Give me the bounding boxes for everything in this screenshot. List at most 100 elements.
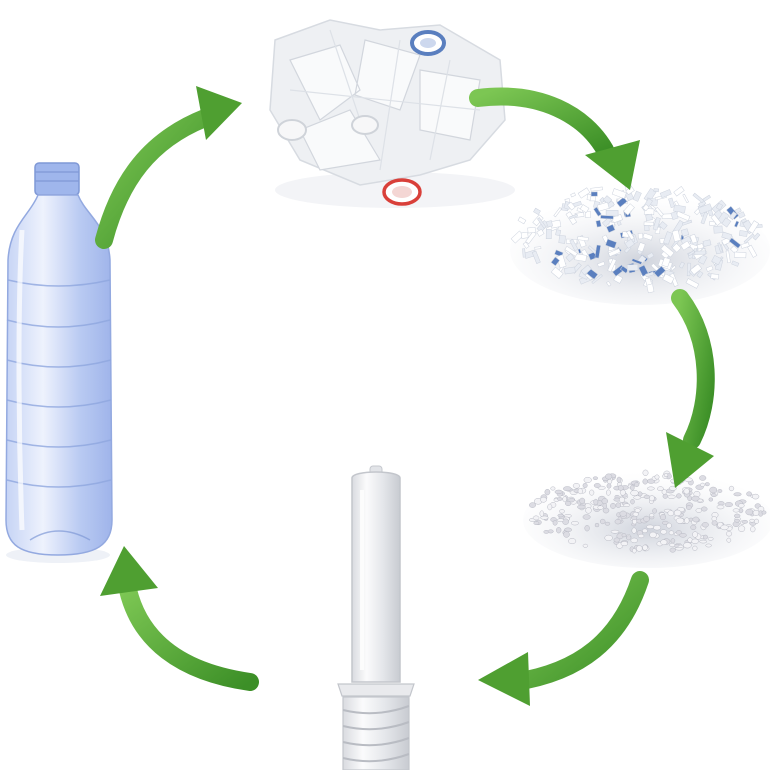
pellet-particle xyxy=(631,515,638,521)
flake-particle xyxy=(537,217,547,229)
pellet-particle xyxy=(699,539,708,544)
pellet-particle xyxy=(704,482,710,487)
flake-particle xyxy=(733,251,747,259)
pellet-particle xyxy=(732,508,740,513)
arrow-preform-to-bottle xyxy=(100,546,259,691)
flake-particle xyxy=(550,256,560,267)
pellet-particle xyxy=(711,520,718,526)
pellet-particle xyxy=(700,482,706,487)
pellet-particle xyxy=(667,510,675,517)
pellet-particle xyxy=(675,530,682,535)
flake-particle xyxy=(607,258,617,273)
pellet-particle xyxy=(589,489,595,496)
flake-particle xyxy=(689,263,703,275)
pet-pellets xyxy=(523,469,770,568)
flake-particle xyxy=(697,203,713,215)
pellet-particle xyxy=(661,489,667,495)
flake-particle xyxy=(590,186,603,192)
pellet-particle xyxy=(642,478,648,485)
pellet-particle xyxy=(738,503,745,508)
flake-particle xyxy=(611,188,627,199)
pellet-particle xyxy=(666,522,672,529)
flake-particle xyxy=(692,192,705,204)
flake-particle xyxy=(698,254,708,265)
pellet-particle xyxy=(733,492,742,497)
flake-particle xyxy=(670,265,677,271)
flake-particle xyxy=(564,245,578,257)
pellet-particle xyxy=(705,543,712,548)
pellet-particle xyxy=(550,486,556,491)
pellet-particle xyxy=(584,525,590,532)
pellet-particle xyxy=(615,502,621,508)
pellet-particle xyxy=(724,502,733,508)
flake-particle xyxy=(584,210,592,219)
pellet-particle xyxy=(630,537,638,544)
pellet-particle xyxy=(660,539,668,546)
flake-particle xyxy=(681,219,693,226)
flake-particle xyxy=(613,274,624,284)
pellet-particle xyxy=(610,529,620,534)
pellet-particle xyxy=(746,491,752,497)
pellet-particle xyxy=(634,482,640,487)
flake-particle xyxy=(586,193,592,201)
flake-particle xyxy=(631,258,643,265)
pellet-particle xyxy=(702,534,708,540)
pellet-particle xyxy=(692,531,699,538)
pellet-particle xyxy=(646,524,655,529)
pellet-particle xyxy=(734,513,741,518)
flake-particle xyxy=(711,254,722,266)
flake-particle xyxy=(737,211,746,219)
pellet-particle xyxy=(716,504,725,510)
pellet-particle xyxy=(626,535,632,541)
pellet-particle xyxy=(610,502,616,509)
pellet-particle xyxy=(657,486,664,492)
pellet-particle xyxy=(661,520,669,525)
flake-particle xyxy=(569,238,579,252)
pellet-particle xyxy=(745,508,754,516)
pellet-particle xyxy=(683,542,692,549)
pellet-particle xyxy=(676,493,682,499)
pellet-particle xyxy=(562,496,567,503)
flake-particle xyxy=(533,207,541,215)
flake-particle xyxy=(740,242,750,249)
flake-particle xyxy=(520,231,529,239)
flake-particle xyxy=(694,250,707,255)
pellet-particle xyxy=(711,516,717,522)
flake-particle xyxy=(626,264,639,271)
pellet-particle xyxy=(642,544,648,551)
pellet-particle xyxy=(557,497,563,501)
pellet-particle xyxy=(552,520,558,526)
pellet-particle xyxy=(669,547,676,553)
pellet-particle xyxy=(659,514,667,521)
flake-particle xyxy=(752,232,761,241)
pellet-particle xyxy=(669,485,677,491)
flake-particle xyxy=(645,271,655,278)
pellet-particle xyxy=(632,548,637,554)
pellet-particle xyxy=(692,516,700,523)
pellet-particle xyxy=(563,486,572,492)
pellet-particle xyxy=(669,542,676,548)
pellet-particle xyxy=(557,513,564,518)
pellet-particle xyxy=(750,526,756,533)
flake-particle xyxy=(522,241,530,249)
pellet-particle xyxy=(582,543,589,548)
pellet-particle xyxy=(613,537,621,543)
pellet-particle xyxy=(710,492,717,498)
flake-particle xyxy=(595,219,602,228)
pellet-particle xyxy=(577,488,583,495)
flake-particle xyxy=(522,248,526,258)
pellet-particle xyxy=(717,501,725,506)
flake-particle xyxy=(623,203,635,216)
pellet-particle xyxy=(593,483,601,488)
pellet-particle xyxy=(606,483,612,489)
flake-particle xyxy=(555,229,562,236)
pellet-particle xyxy=(529,502,536,508)
pellet-particle xyxy=(563,531,570,538)
pellet-particle xyxy=(554,489,563,495)
flake-particle xyxy=(642,203,650,212)
pellet-particle xyxy=(709,486,718,494)
pellet-particle xyxy=(686,505,692,510)
flake-particle xyxy=(731,260,740,267)
